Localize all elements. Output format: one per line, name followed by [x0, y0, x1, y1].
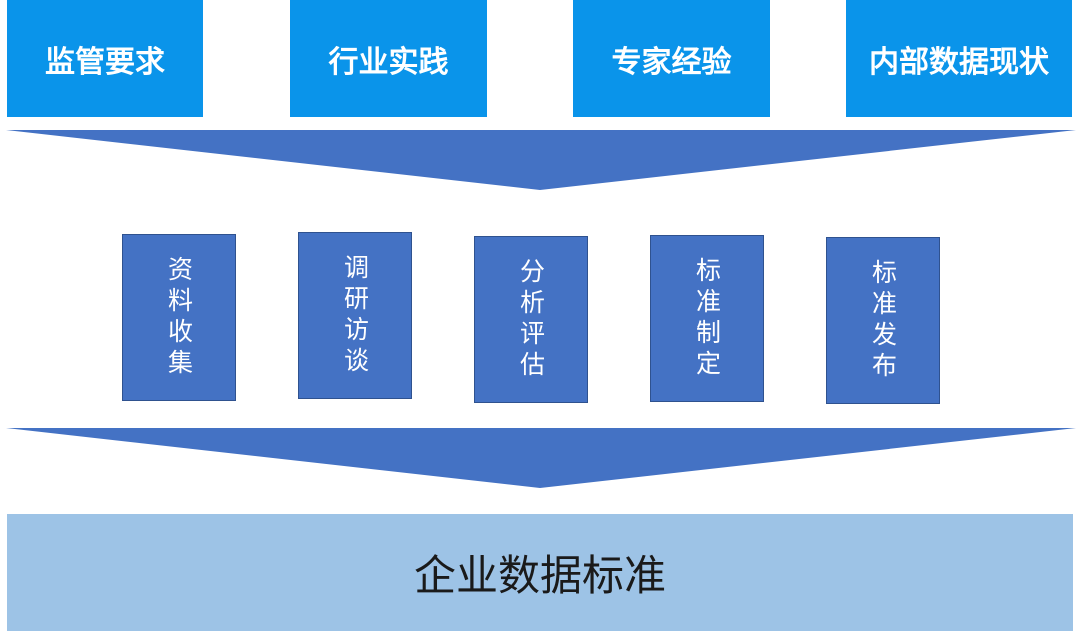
step-label: 标准制定 [692, 256, 722, 381]
input-label: 内部数据现状 [869, 44, 1049, 80]
input-label: 行业实践 [328, 44, 449, 80]
down-arrow-top-icon [6, 130, 1076, 190]
input-box-internal-data-status: 内部数据现状 [846, 0, 1072, 117]
step-box-interviews: 调研访谈 [298, 232, 412, 399]
step-label: 资料收集 [164, 255, 194, 380]
step-label: 调研访谈 [340, 253, 370, 378]
step-box-data-collection: 资料收集 [122, 234, 236, 401]
step-box-standard-release: 标准发布 [826, 237, 940, 404]
input-box-expert-experience: 专家经验 [573, 0, 770, 117]
step-box-analysis: 分析评估 [474, 236, 588, 403]
result-bar: 企业数据标准 [7, 514, 1073, 631]
input-label: 专家经验 [611, 44, 732, 80]
step-box-standard-drafting: 标准制定 [650, 235, 764, 402]
result-label: 企业数据标准 [413, 551, 666, 600]
input-box-industry-practice: 行业实践 [290, 0, 487, 117]
step-label: 分析评估 [516, 257, 546, 382]
down-arrow-bottom-icon [6, 428, 1076, 488]
input-label: 监管要求 [45, 44, 165, 80]
step-label: 标准发布 [868, 258, 898, 383]
input-box-regulatory-requirements: 监管要求 [7, 0, 203, 117]
